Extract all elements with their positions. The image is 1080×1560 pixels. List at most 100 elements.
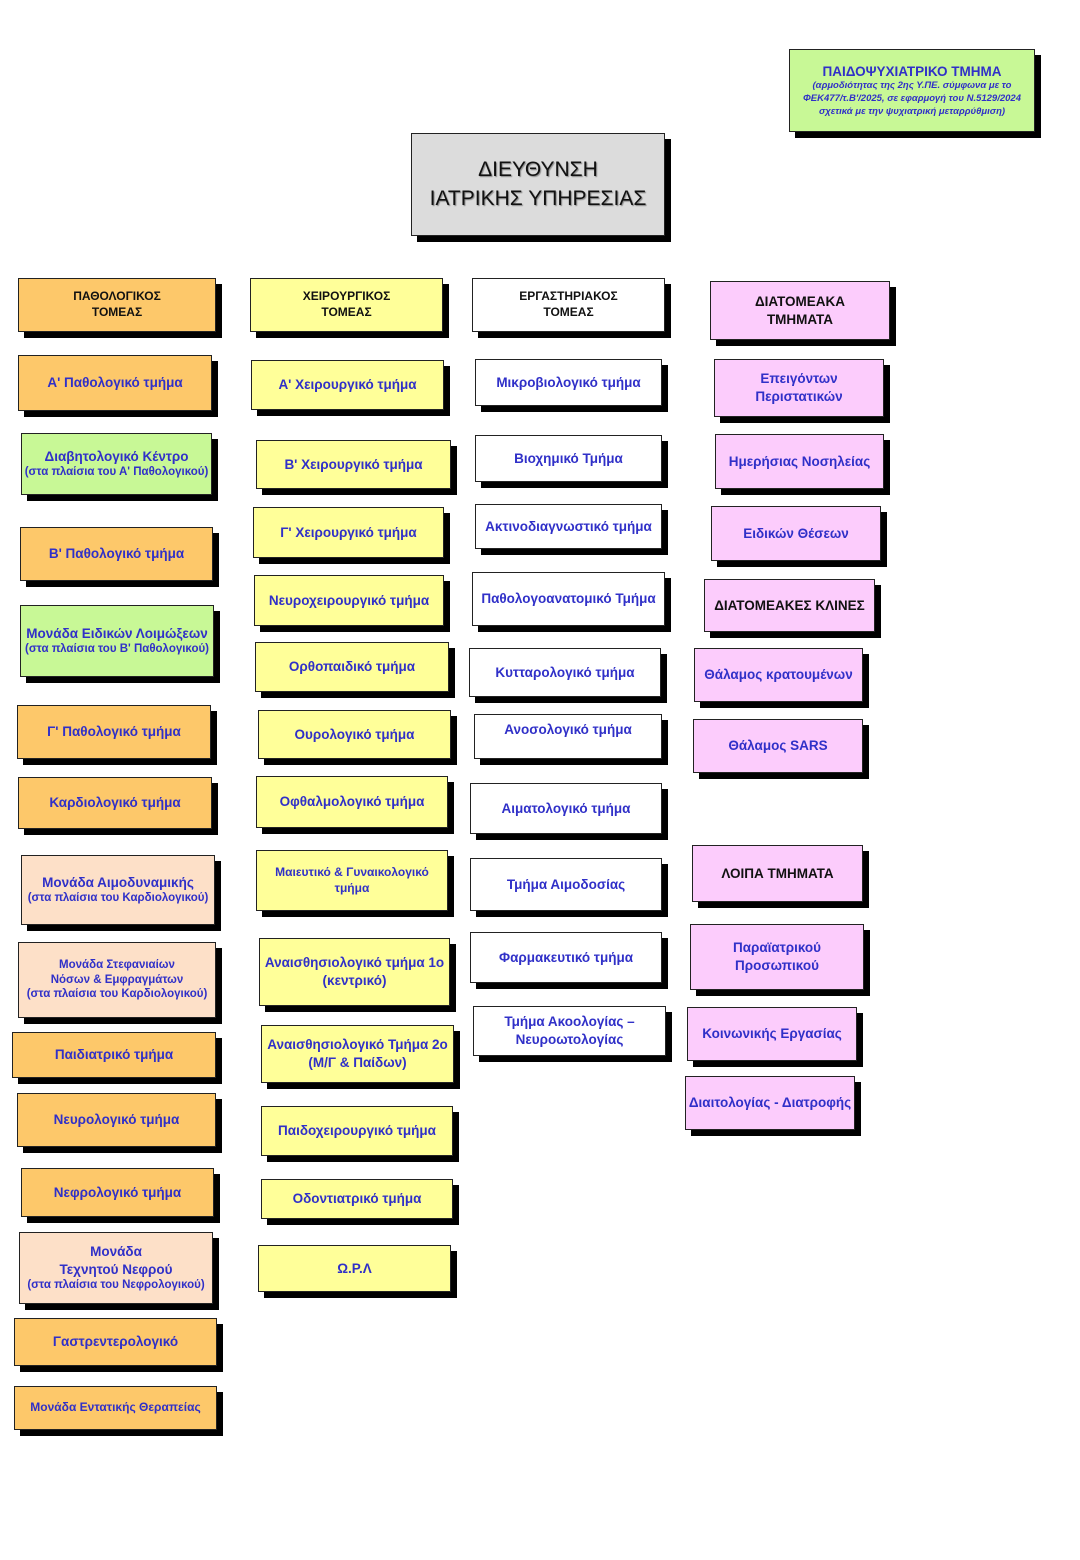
laboratory-item: Φαρμακευτικό τμήμα xyxy=(470,932,662,983)
psychiatric-department-note: (αρμοδιότητας της 2ης Υ.ΠΕ. σύμφωνα με τ… xyxy=(803,80,1021,117)
laboratory-item-label: Ακτινοδιαγνωστικό τμήμα xyxy=(485,518,652,534)
intersectoral-item: Ειδικών Θέσεων xyxy=(711,506,881,561)
laboratory-item: Τμήμα Αιμοδοσίας xyxy=(470,858,662,911)
pathology-item-note: (στα πλαίσια του Νεφρολογικού) xyxy=(27,1279,205,1292)
laboratory-item: Μικροβιολογικό τμήμα xyxy=(475,359,662,406)
pathology-item: Διαβητολογικό Κέντρο (στα πλαίσια του Α'… xyxy=(21,433,212,495)
laboratory-item: Αιματολογικό τμήμα xyxy=(470,783,662,834)
pathology-item: Α' Παθολογικό τμήμα xyxy=(18,355,212,411)
pathology-item: Μονάδα Αιμοδυναμικής (στα πλαίσια του Κα… xyxy=(21,855,215,925)
surgery-item-label: Αναισθησιολογικό τμήμα 1ο (κεντρικό) xyxy=(264,955,445,988)
pathology-item-label: Νευρολογικό τμήμα xyxy=(53,1112,180,1128)
pathology-item-label: Μονάδα Ειδικών Λοιμώξεων xyxy=(26,625,208,641)
surgery-item-label: Ω.Ρ.Λ xyxy=(337,1260,372,1276)
laboratory-item-label: Παθολογοανατομικό Τμήμα xyxy=(481,591,656,607)
intersectoral-departments-label: ΔΙΑΤΟΜΕΑΚΑ ΤΜΗΜΑΤΑ xyxy=(754,293,846,327)
laboratory-item-label: Τμήμα Ακοολογίας – Νευροωτολογίας xyxy=(504,1014,635,1047)
surgery-item: Αναισθησιολογικό τμήμα 1ο (κεντρικό) xyxy=(259,938,450,1006)
pathology-item: Β' Παθολογικό τμήμα xyxy=(20,527,213,581)
other-department-item: Κοινωνικής Εργασίας xyxy=(687,1007,857,1061)
pathology-item: Καρδιολογικό τμήμα xyxy=(18,777,212,829)
surgery-sector-header: ΧΕΙΡΟΥΡΓΙΚΟΣ ΤΟΜΕΑΣ xyxy=(250,278,443,332)
laboratory-item-label: Τμήμα Αιμοδοσίας xyxy=(506,876,626,892)
medical-direction-title: ΔΙΕΥΘΥΝΣΗ ΙΑΤΡΙΚΗΣ ΥΠΗΡΕΣΙΑΣ xyxy=(429,158,647,210)
other-department-item: Διαιτολογίας - Διατροφής xyxy=(685,1076,855,1130)
intersectoral-item-label: Ειδικών Θέσεων xyxy=(743,525,849,541)
pathology-item-label: Μονάδα Αιμοδυναμικής xyxy=(42,874,194,890)
surgery-sector-label: ΧΕΙΡΟΥΡΓΙΚΟΣ ΤΟΜΕΑΣ xyxy=(302,289,391,319)
surgery-item: Β' Χειρουργικό τμήμα xyxy=(256,440,451,489)
surgery-item-label: Νευροχειρουργικό τμήμα xyxy=(268,592,430,608)
laboratory-item: Παθολογοανατομικό Τμήμα xyxy=(472,572,665,626)
pathology-item: Μονάδα Στεφανιαίων Νόσων & Εμφραγμάτων (… xyxy=(18,942,216,1018)
pathology-item: Μονάδα Εντατικής Θεραπείας xyxy=(14,1386,217,1430)
pathology-item-label: Α' Παθολογικό τμήμα xyxy=(47,375,183,391)
pathology-item: Γαστρεντερολογικό xyxy=(14,1318,217,1366)
intersectoral-bed-label: Θάλαμος SARS xyxy=(728,738,828,754)
laboratory-sector-header: ΕΡΓΑΣΤΗΡΙΑΚΟΣ ΤΟΜΕΑΣ xyxy=(472,278,665,332)
psychiatric-department-title: ΠΑΙΔΟΨΥΧΙΑΤΡΙΚΟ ΤΜΗΜΑ xyxy=(822,63,1002,79)
pathology-item-note: (στα πλαίσια του Β' Παθολογικού) xyxy=(24,643,210,656)
laboratory-item-label: Μικροβιολογικό τμήμα xyxy=(496,374,641,390)
pathology-item-label: Νεφρολογικό τμήμα xyxy=(53,1184,182,1200)
surgery-item-label: Ουρολογικό τμήμα xyxy=(294,726,415,742)
laboratory-item-label: Αιματολογικό τμήμα xyxy=(501,800,631,816)
laboratory-item-label: Κυτταρολογικό τμήμα xyxy=(495,664,635,680)
pathology-item: Νευρολογικό τμήμα xyxy=(17,1093,216,1147)
intersectoral-bed-label: Θάλαμος κρατουμένων xyxy=(704,667,853,683)
pathology-item-label: Γαστρεντερολογικό xyxy=(52,1334,179,1350)
surgery-item-label: Γ' Χειρουργικό τμήμα xyxy=(280,524,417,540)
pathology-item-label: Διαβητολογικό Κέντρο xyxy=(44,448,189,464)
surgery-item: Αναισθησιολογικό Τμήμα 2ο (Μ/Γ & Παίδων) xyxy=(261,1025,454,1083)
surgery-item-label: Οφθαλμολογικό τμήμα xyxy=(279,794,425,810)
intersectoral-beds-label: ΔΙΑΤΟΜΕΑΚΕΣ ΚΛΙΝΕΣ xyxy=(714,597,865,613)
surgery-item: Ουρολογικό τμήμα xyxy=(258,710,451,759)
surgery-item: Α' Χειρουργικό τμήμα xyxy=(251,360,444,410)
laboratory-item-label: Βιοχημικό Τμήμα xyxy=(514,450,623,466)
laboratory-item: Βιοχημικό Τμήμα xyxy=(475,435,662,482)
pathology-sector-header: ΠΑΘΟΛΟΓΙΚΟΣ ΤΟΜΕΑΣ xyxy=(18,278,216,332)
surgery-item-label: Αναισθησιολογικό Τμήμα 2ο (Μ/Γ & Παίδων) xyxy=(267,1037,448,1070)
surgery-item-label: Μαιευτικό & Γυναικολογικό τμήμα xyxy=(275,864,429,895)
pathology-item-label: Παιδιατρικό τμήμα xyxy=(54,1047,174,1063)
pathology-item-label: Καρδιολογικό τμήμα xyxy=(49,795,181,811)
surgery-item: Οδοντιατρικό τμήμα xyxy=(261,1179,453,1219)
pathology-item-note: (στα πλαίσια του Α' Παθολογικού) xyxy=(24,466,209,479)
surgery-item-label: Ορθοπαιδικό τμήμα xyxy=(288,659,416,675)
surgery-item: Γ' Χειρουργικό τμήμα xyxy=(253,507,444,558)
pathology-item: Μονάδα Ειδικών Λοιμώξεων (στα πλαίσια το… xyxy=(20,605,214,677)
laboratory-item: Κυτταρολογικό τμήμα xyxy=(469,648,661,697)
pathology-item-label: Μονάδα Στεφανιαίων Νόσων & Εμφραγμάτων xyxy=(50,958,184,986)
intersectoral-item: Επειγόντων Περιστατικών xyxy=(714,359,884,417)
pathology-item: Μονάδα Τεχνητού Νεφρού (στα πλαίσια του … xyxy=(19,1232,213,1304)
other-departments-header: ΛΟΙΠΑ ΤΜΗΜΑΤΑ xyxy=(692,845,863,902)
pathology-item-label: Μονάδα Τεχνητού Νεφρού xyxy=(59,1243,173,1277)
other-departments-label: ΛΟΙΠΑ ΤΜΗΜΑΤΑ xyxy=(721,865,834,881)
pathology-item-label: Β' Παθολογικό τμήμα xyxy=(48,546,185,562)
pathology-item: Παιδιατρικό τμήμα xyxy=(12,1032,216,1078)
intersectoral-bed-item: Θάλαμος κρατουμένων xyxy=(694,648,863,702)
other-department-item: Παραϊατρικού Προσωπικού xyxy=(690,924,864,990)
pathology-item-label: Μονάδα Εντατικής Θεραπείας xyxy=(30,1400,201,1415)
surgery-item: Νευροχειρουργικό τμήμα xyxy=(254,575,444,626)
laboratory-item-label: Φαρμακευτικό τμήμα xyxy=(498,949,634,965)
intersectoral-item: Ημερήσιας Νοσηλείας xyxy=(715,434,884,489)
other-department-label: Διαιτολογίας - Διατροφής xyxy=(688,1095,852,1111)
laboratory-item-label: Ανοσολογικό τμήμα xyxy=(504,722,632,737)
other-department-label: Κοινωνικής Εργασίας xyxy=(702,1026,842,1042)
medical-direction-box: ΔΙΕΥΘΥΝΣΗ ΙΑΤΡΙΚΗΣ ΥΠΗΡΕΣΙΑΣ xyxy=(411,133,665,236)
surgery-item-label: Οδοντιατρικό τμήμα xyxy=(292,1191,422,1207)
surgery-item: Οφθαλμολογικό τμήμα xyxy=(256,776,448,828)
pathology-item-note: (στα πλαίσια του Καρδιολογικού) xyxy=(26,988,208,1001)
pathology-item: Γ' Παθολογικό τμήμα xyxy=(17,705,211,759)
intersectoral-beds-header: ΔΙΑΤΟΜΕΑΚΕΣ ΚΛΙΝΕΣ xyxy=(704,579,875,632)
pathology-item-label: Γ' Παθολογικό τμήμα xyxy=(47,724,181,740)
surgery-item-label: Α' Χειρουργικό τμήμα xyxy=(278,377,417,393)
pathology-item-note: (στα πλαίσια του Καρδιολογικού) xyxy=(27,892,209,905)
surgery-item: Ω.Ρ.Λ xyxy=(258,1245,451,1292)
surgery-item: Παιδοχειρουργικό τμήμα xyxy=(261,1106,453,1156)
laboratory-item: Ακτινοδιαγνωστικό τμήμα xyxy=(475,504,662,549)
laboratory-sector-label: ΕΡΓΑΣΤΗΡΙΑΚΟΣ ΤΟΜΕΑΣ xyxy=(519,289,618,319)
surgery-item: Μαιευτικό & Γυναικολογικό τμήμα xyxy=(256,850,448,911)
surgery-item-label: Β' Χειρουργικό τμήμα xyxy=(284,456,423,472)
